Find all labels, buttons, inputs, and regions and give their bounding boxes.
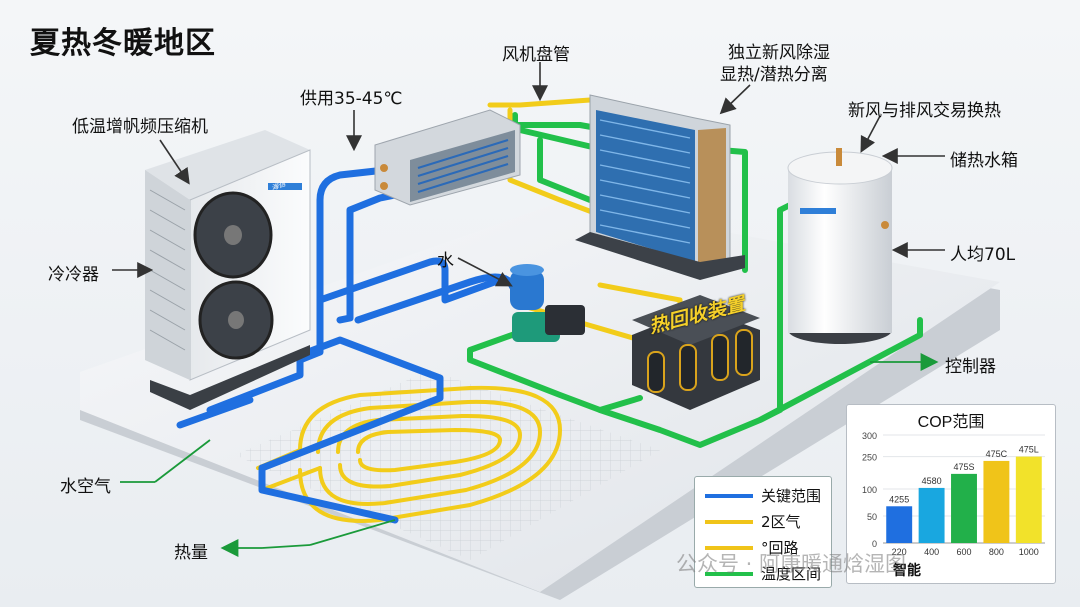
outdoor-unit	[145, 130, 311, 410]
label-air-water: 水空气	[60, 477, 111, 497]
bar-data-label: 475L	[1019, 445, 1039, 455]
label-fan-coil: 风机盘管	[502, 45, 570, 65]
bar-data-label: 4255	[889, 494, 909, 504]
y-tick-label: 250	[862, 453, 877, 463]
label-heat: 热量	[174, 543, 208, 563]
bar-data-label: 475S	[953, 462, 974, 472]
y-tick-label: 100	[862, 485, 877, 495]
callout-arrows	[112, 62, 945, 287]
cop-chart-panel: COP范围 300 250 100 50 0 4255 220 4580 400 475S 600 47…	[846, 404, 1056, 584]
x-tick-label: 220	[892, 547, 907, 557]
label-compressor: 低温增帆频压缩机	[72, 117, 208, 137]
heat-recovery-unit	[632, 295, 760, 410]
circulation-pump	[510, 264, 585, 342]
label-condenser: 冷冷器	[48, 265, 99, 285]
label-supply-temp: 供用35-45℃	[300, 89, 403, 109]
chart-title: COP范围	[918, 413, 985, 431]
y-tick-label: 50	[867, 512, 877, 522]
bar	[951, 473, 977, 543]
label-fresh-air-1: 独立新风除湿	[728, 43, 830, 63]
x-tick-label: 400	[924, 547, 939, 557]
x-axis-label: 智能	[892, 562, 921, 578]
bar	[983, 460, 1010, 543]
x-tick-label: 1000	[1019, 547, 1039, 557]
fan-coil-unit	[374, 109, 521, 206]
hot-water-tank	[787, 148, 893, 344]
y-tick-label: 300	[862, 431, 877, 441]
bar-data-label: 4580	[922, 476, 942, 486]
label-per-capita: 人均70L	[950, 245, 1016, 265]
bar	[918, 487, 945, 543]
label-fresh-air-2: 显热/潜热分离	[720, 65, 828, 85]
page-title: 夏热冬暖地区	[30, 26, 216, 61]
label-exchange: 新风与排风交易换热	[848, 101, 1001, 121]
bar-data-label: 475C	[986, 449, 1008, 459]
y-tick-label: 0	[872, 539, 877, 549]
label-controller: 控制器	[945, 357, 996, 377]
label-water: 水	[437, 251, 454, 271]
x-tick-label: 800	[989, 547, 1004, 557]
watermark: 公众号 · 阿康暖通焓湿图	[676, 552, 907, 576]
label-tank: 储热水箱	[950, 151, 1018, 171]
legend: 关键范围 2区气 °回路 温度区间	[694, 476, 832, 588]
bar	[886, 506, 913, 543]
x-tick-label: 600	[956, 547, 971, 557]
fresh-air-dehumidifier	[575, 94, 745, 280]
cop-chart: COP范围 300 250 100 50 0 4255 220 4580 400 475S 600 47…	[862, 413, 1045, 578]
bar	[1015, 456, 1042, 543]
floor-heating-loops	[256, 385, 563, 523]
green-callout-arrows	[120, 353, 939, 557]
